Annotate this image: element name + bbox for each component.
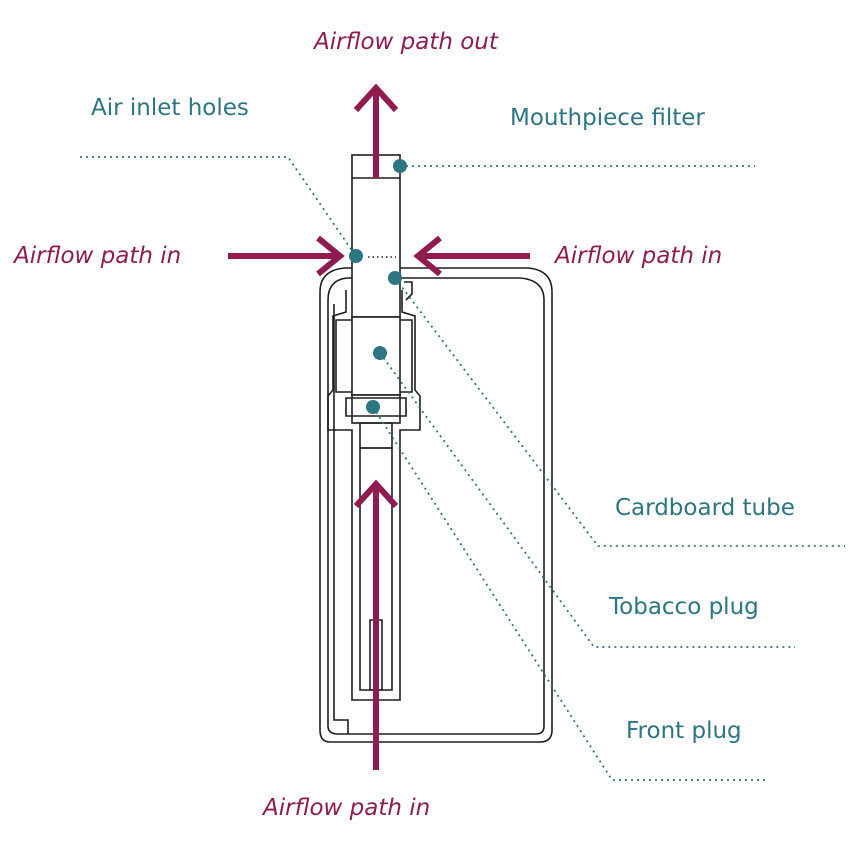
cardboard-tube-label: Cardboard tube bbox=[615, 495, 795, 521]
air-inlet-holes-label: Air inlet holes bbox=[91, 95, 249, 121]
leader-lines bbox=[80, 156, 845, 781]
front-plug-label: Front plug bbox=[626, 718, 742, 744]
device-body bbox=[319, 154, 553, 743]
air-inlet-holes-marker bbox=[349, 249, 363, 263]
front-plug-collar bbox=[345, 397, 407, 417]
cardboard-tube-leader bbox=[394, 277, 845, 547]
mouthpiece-filter-marker bbox=[393, 159, 407, 173]
mouthpiece-filter-label: Mouthpiece filter bbox=[510, 105, 705, 131]
device-outer-shell bbox=[319, 267, 553, 743]
airflow-out-label: Airflow path out bbox=[314, 29, 498, 55]
air-inlet-holes-leader bbox=[80, 156, 356, 256]
front-plug-marker bbox=[366, 400, 380, 414]
tobacco-plug-leader bbox=[379, 352, 795, 648]
airflow-in-right-label: Airflow path in bbox=[555, 243, 723, 269]
airflow-in-bottom-label: Airflow path in bbox=[263, 795, 431, 821]
device-inner-shell bbox=[327, 277, 545, 735]
arrow-out bbox=[353, 83, 399, 178]
airflow-arrows bbox=[228, 83, 530, 770]
device-inner-rib bbox=[333, 304, 349, 734]
tobacco-plug-marker bbox=[373, 346, 387, 360]
arrow-in-bottom bbox=[353, 479, 399, 770]
arrow-in-left bbox=[228, 235, 345, 277]
airflow-in-left-label: Airflow path in bbox=[14, 243, 182, 269]
mouthpiece-filter-segment bbox=[351, 154, 401, 318]
lock-tab bbox=[404, 281, 413, 301]
front-plug-neck bbox=[359, 422, 393, 449]
tobacco-plug-label: Tobacco plug bbox=[609, 594, 759, 620]
part-markers bbox=[349, 159, 407, 414]
cardboard-tube-marker bbox=[388, 271, 402, 285]
arrow-in-right bbox=[413, 235, 530, 277]
